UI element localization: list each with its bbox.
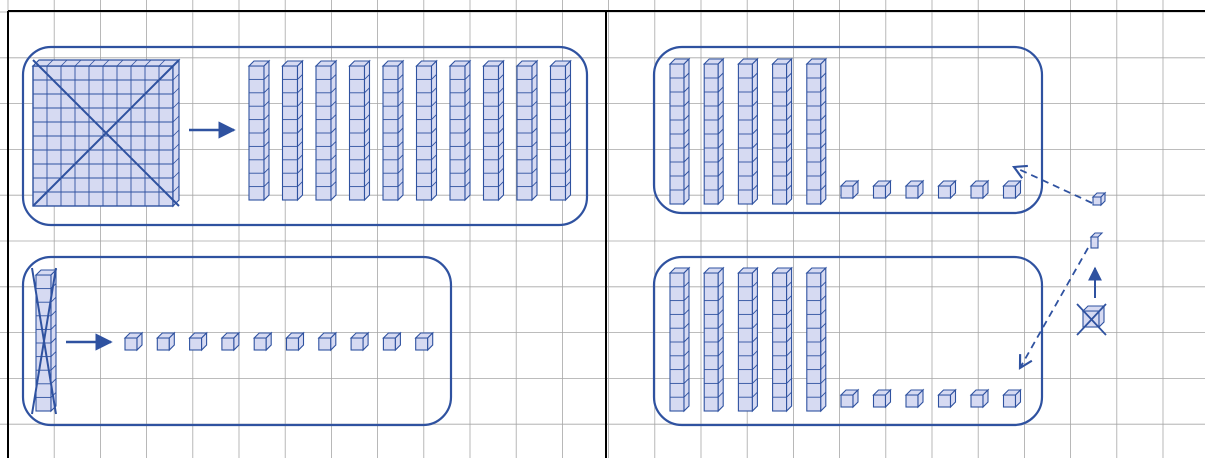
cube-front [906,395,918,407]
unit-cube [939,181,956,198]
dashed-arrow-to-bottom-group [1020,248,1088,368]
ten-rod [807,268,826,411]
unit-cube [971,181,988,198]
unit-cube [874,390,891,407]
cube-front [939,395,951,407]
ten-rod [249,61,269,200]
split-cube-part [1091,233,1102,248]
cube-front [874,395,886,407]
ten-rod [704,59,723,204]
cube-front [1091,237,1098,248]
ten-rod [704,268,723,411]
ten-rod [417,61,437,200]
split-cube-area [1077,193,1106,335]
cube-front [190,338,202,350]
unit-cube [416,333,433,350]
ten-rod [283,61,303,200]
ten-rod [383,61,403,200]
cube-front [254,338,266,350]
ten-rod [670,59,689,204]
cube-front [1004,395,1016,407]
unit-cube [1004,181,1021,198]
unit-cube [254,333,271,350]
dashed-arrow-to-top-group [1014,167,1092,203]
unit-cube [906,390,923,407]
cube-front [125,338,137,350]
cube-front [841,395,853,407]
cube-top [1091,233,1102,237]
unit-cube [157,333,174,350]
cube-front [1093,197,1101,205]
unit-cube [841,181,858,198]
ten-rod [773,59,792,204]
unit-cube [351,333,368,350]
bottom-group-ones [841,390,1021,407]
unit-cube [383,333,400,350]
ten-rod [484,61,504,200]
ten-rod [450,61,470,200]
unit-cube [874,181,891,198]
hundred-flat-crossed [33,60,179,206]
ten-rod [773,268,792,411]
cube-front [939,186,951,198]
cube-front [1004,186,1016,198]
unit-cube [906,181,923,198]
unit-cube [319,333,336,350]
top-group-tens [670,59,826,204]
ten-rod [807,59,826,204]
unit-cube [841,390,858,407]
cube-front [287,338,299,350]
unit-cube [1093,193,1105,205]
bottom-group-tens [670,268,826,411]
unit-cube [125,333,142,350]
cube-front [383,338,395,350]
unit-cube [1004,390,1021,407]
panel-borders [8,11,1205,458]
ten-rod [316,61,336,200]
ten-rod [670,268,689,411]
unit-cubes-group [125,333,433,350]
cube-front [416,338,428,350]
unit-cube [971,390,988,407]
ten-rod [738,59,757,204]
ten-rod [350,61,370,200]
cube-front [841,186,853,198]
cube-front [351,338,363,350]
unit-cube [939,390,956,407]
cube-front [319,338,331,350]
cube-front [971,395,983,407]
unit-cube [190,333,207,350]
unit-cube [222,333,239,350]
ten-rod [738,268,757,411]
ten-rod [551,61,571,200]
ten-rod-crossed [32,268,56,414]
cube-front [971,186,983,198]
unit-cube [287,333,304,350]
cube-front [874,186,886,198]
ten-rods-group [249,61,571,200]
cube-front [222,338,234,350]
cube-front [906,186,918,198]
ten-rod [517,61,537,200]
cube-front [157,338,169,350]
